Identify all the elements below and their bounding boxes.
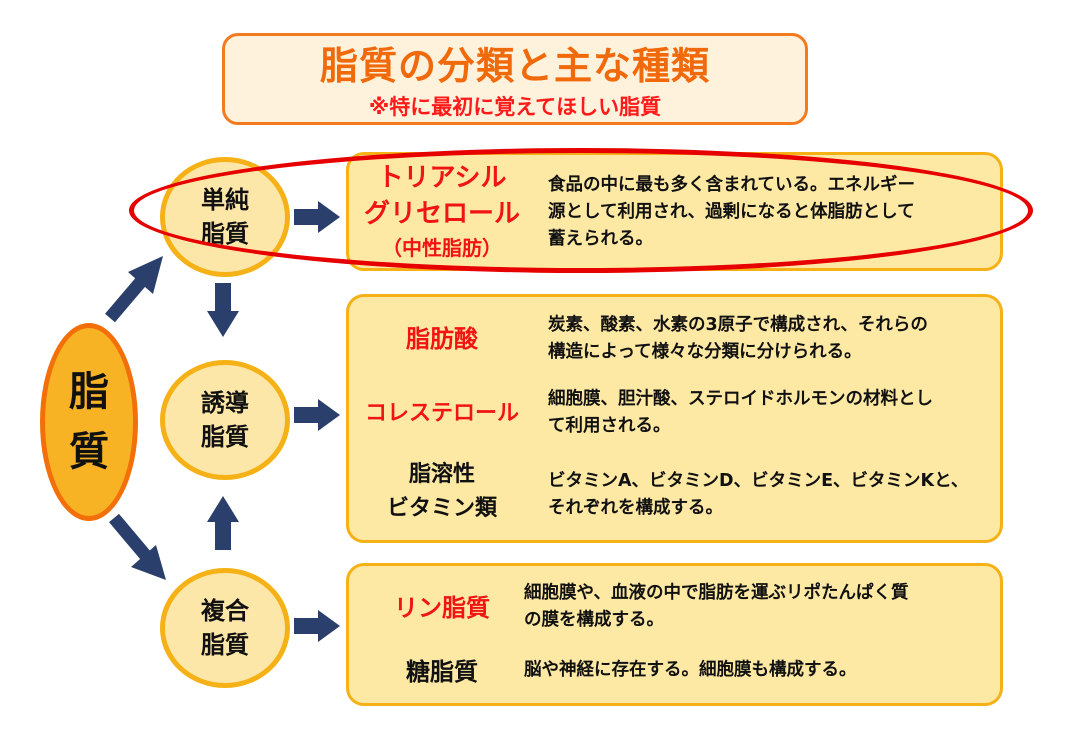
category-label: 誘導 脂質 (201, 389, 249, 451)
arrow-down-icon (207, 283, 239, 337)
root-node-label: 脂 質 (69, 369, 109, 475)
highlight-ellipse (129, 148, 1033, 273)
arrow-diagonal-icon (105, 256, 163, 323)
item-name: リン脂質 (394, 594, 490, 622)
page-title: 脂質の分類と主な種類 (319, 44, 710, 88)
arrow-right-icon (294, 610, 340, 642)
category-node-derived: 誘導 脂質 (160, 360, 290, 480)
item-description: 細胞膜や、血液の中で脂肪を運ぶリポたんぱく質 の膜を構成する。 (524, 583, 909, 630)
root-node-lipid: 脂 質 (40, 323, 138, 521)
arrow-right-icon (294, 399, 340, 431)
arrow-up-icon (207, 496, 239, 550)
title-box: 脂質の分類と主な種類 ※特に最初に覚えてほしい脂質 (222, 33, 808, 125)
item-description: 脳や神経に存在する。細胞膜も構成する。 (524, 660, 857, 680)
detail-box-complex (346, 563, 1003, 706)
item-description: 細胞膜、胆汁酸、ステロイドホルモンの材料とし て利用される。 (548, 389, 933, 436)
item-name: 脂溶性 ビタミン類 (386, 462, 497, 521)
item-description: 炭素、酸素、水素の3原子で構成され、それらの 構造によって様々な分類に分けられる… (548, 315, 928, 362)
item-description: ビタミンA、ビタミンD、ビタミンE、ビタミンKと、 それぞれを構成する。 (548, 471, 969, 518)
page-subtitle: ※特に最初に覚えてほしい脂質 (368, 95, 662, 119)
item-name: コレステロール (364, 401, 519, 426)
detail-box-derived (346, 294, 1003, 543)
category-node-complex: 複合 脂質 (160, 568, 290, 688)
category-label: 複合 脂質 (201, 597, 249, 659)
item-name: 糖脂質 (406, 658, 478, 686)
arrow-diagonal-icon (109, 513, 166, 580)
item-name: 脂肪酸 (406, 325, 478, 353)
